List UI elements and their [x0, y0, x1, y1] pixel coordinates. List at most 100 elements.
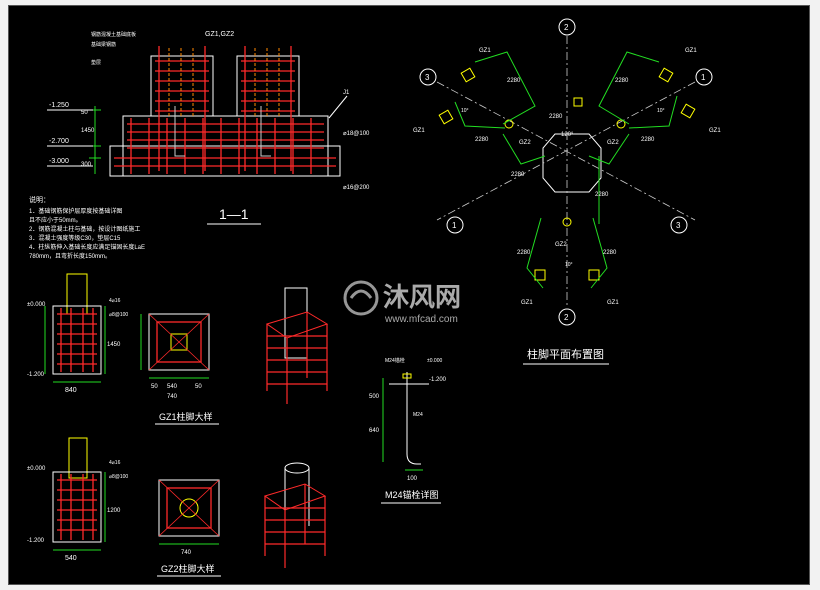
angle-3: 10°: [657, 108, 665, 114]
bolt-dim-3: 100: [407, 476, 418, 482]
axis-bubble-2-bottom: [558, 308, 576, 326]
gz2-plan-diag-2: [158, 479, 220, 537]
gz2-plan-dim-total: 740: [181, 550, 192, 556]
axis-label-1-right: 1: [701, 73, 706, 82]
dim-1450: 1450: [81, 128, 95, 134]
bolt-dim-2: 640: [369, 428, 380, 434]
dim-text-3: 2280: [511, 172, 525, 178]
bolt-dim-1: 500: [369, 394, 380, 400]
gz1-dim-width: 840: [65, 387, 77, 394]
bolt-detail: M24锚栓 ±0.000 M24 -1.200 500 640 100 M24锚…: [369, 357, 447, 504]
note-line-1: 1．基础钢筋保护层厚度按基础详图: [29, 207, 122, 215]
axis-label-3-left: 3: [425, 73, 430, 82]
central-octagon: [542, 133, 602, 193]
gz1-footing: [52, 305, 102, 375]
elevation-2: -2.700: [49, 138, 69, 145]
column-tag: GZ1,GZ2: [205, 31, 234, 38]
axis-label-2-top: 2: [564, 23, 569, 32]
dim-300: 300: [81, 162, 92, 168]
section-1-1: -1.250 -2.700 -3.000 50 1450 300 GZ1,GZ2…: [47, 31, 370, 225]
axis-bubble-3-left: [419, 68, 437, 86]
anchor-bolts: [174, 106, 271, 157]
anchor-hatching: [168, 48, 280, 116]
col-label-6: GZ1: [607, 300, 619, 306]
gz2-plan-column: [179, 498, 199, 518]
col-label-9: GZ2: [555, 242, 567, 248]
gz1-marker-f: [588, 269, 600, 281]
gz1-plan-diag-2: [148, 313, 210, 371]
annotation-3: 垫层: [91, 59, 101, 66]
column-markers: [438, 67, 696, 281]
notes-heading: 说明：: [29, 195, 50, 204]
gz2-3d-column-top: [284, 462, 310, 474]
dim-text-9: 2280: [549, 114, 563, 120]
angle-2: 10°: [461, 108, 469, 114]
gz1-plan-outline: [148, 313, 210, 371]
dim-text-7: 2280: [517, 250, 531, 256]
gz1-label-2: ⌀8@100: [109, 312, 128, 318]
gz1-label-1: 4⌀16: [109, 298, 121, 304]
bolt-hook: [406, 453, 421, 465]
watermark-url: www.mfcad.com: [384, 314, 458, 325]
pedestal-right: [236, 55, 300, 117]
dim-text-5: 2280: [641, 137, 655, 143]
note-line-5: 4．柱纵筋伸入基础长度应满足锚固长度LaE: [29, 243, 145, 251]
right-mark: J1: [343, 90, 350, 96]
gz1-marker-b: [438, 109, 454, 125]
axis-bubble-1-right: [695, 68, 713, 86]
note-line-2: 且不应小于50mm。: [29, 216, 82, 224]
gz1-marker-a: [460, 67, 476, 83]
cad-drawing-viewport[interactable]: -1.250 -2.700 -3.000 50 1450 300 GZ1,GZ2…: [8, 5, 810, 585]
gz1-elev-top: ±0.000: [27, 302, 46, 308]
col-label-8: GZ2: [607, 140, 619, 146]
gz2-plan-rebar-ring: [166, 487, 212, 529]
bolt-label-4: -1.200: [429, 377, 447, 383]
angle-1: 120°: [561, 132, 574, 138]
gz2-marker-c: [562, 217, 572, 227]
notes-block: 说明： 1．基础钢筋保护层厚度按基础详图 且不应小于50mm。 2．钢筋混凝土柱…: [29, 195, 145, 260]
pedestal-rebar: [155, 46, 295, 171]
dim-50: 50: [81, 110, 88, 116]
watermark-logo-icon: [343, 280, 379, 316]
rebar-label-1: ⌀18@100: [343, 131, 370, 137]
col-label-3: GZ1: [685, 48, 697, 54]
gz1-marker-d: [680, 103, 696, 119]
elevation-1: -1.250: [49, 102, 69, 109]
col-label-2: GZ1: [413, 128, 425, 134]
gz2-label-1: 4⌀16: [109, 460, 121, 466]
dim-text-6: 2280: [595, 192, 609, 198]
rebar-label-2: ⌀16@200: [343, 185, 370, 191]
gz2-marker-b: [616, 119, 626, 129]
watermark-brand: 沐风网: [383, 282, 461, 312]
gz1-plan-column: [170, 333, 188, 351]
axis-bubble-2-top: [558, 18, 576, 36]
watermark: 沐风网 www.mfcad.com: [339, 276, 509, 326]
gz1-plan-dim-a: 50: [151, 384, 158, 390]
right-mark-leader: [328, 95, 348, 119]
angle-4: 10°: [565, 262, 573, 268]
axis-label-3-right: 3: [676, 221, 681, 230]
gz2-center-marker: [573, 97, 583, 107]
dim-text-4: 2280: [615, 78, 629, 84]
gz1-plan: 50 540 50 740 GZ1柱脚大样: [140, 313, 219, 425]
gz1-column: [66, 273, 88, 315]
col-label-7: GZ2: [519, 140, 531, 146]
note-line-3: 2．钢筋混凝土柱与基础，按设计图纸施工: [29, 225, 140, 233]
gz2-elevation: 540 1200 ±0.000 -1.200 4⌀16 ⌀8@100: [27, 437, 128, 562]
gz1-plan-dim-c: 50: [195, 384, 202, 390]
watermark-logo-swoosh: [349, 289, 373, 299]
gz1-plan-dims: [140, 314, 209, 379]
gz1-rebar: [57, 308, 97, 372]
gz1-elev-bottom: -1.200: [27, 372, 45, 378]
gz1-elevation: 840 1450 ±0.000 -1.200 4⌀16 ⌀8@100: [27, 273, 128, 394]
axis-bubbles: [419, 18, 713, 326]
col-label-5: GZ1: [521, 300, 533, 306]
gz2-dim-height: 1200: [107, 508, 121, 514]
watermark-graphic: 沐风网 www.mfcad.com: [343, 280, 461, 325]
gz2-dim-lines: [53, 472, 106, 551]
annotation-2: 基础梁钢筋: [91, 41, 116, 48]
gz2-column: [68, 437, 88, 479]
dim-text-1: 2280: [507, 78, 521, 84]
layout-plan-caption: 柱脚平面布置图: [527, 347, 604, 361]
note-line-6: 780mm，且弯折长度150mm。: [29, 252, 111, 260]
